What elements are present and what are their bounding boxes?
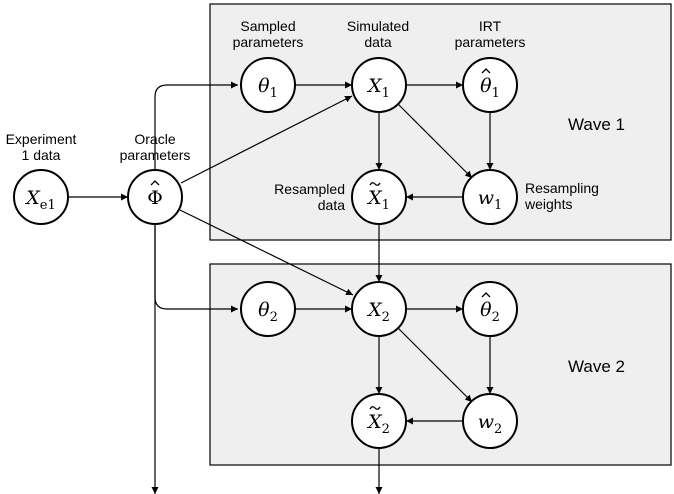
node-symbol: θ1 xyxy=(480,75,500,101)
edges xyxy=(65,81,494,494)
node-symbol-base: X xyxy=(24,187,41,209)
node-symbol-subscript: 2 xyxy=(382,310,390,325)
node-symbol: X1 xyxy=(366,75,390,101)
node-symbol: Xe1 xyxy=(24,187,56,213)
node-symbol-base: X xyxy=(366,75,383,97)
node-theta-1: θ1 xyxy=(240,57,296,113)
label-sampled-line1: Sampled xyxy=(240,18,295,34)
node-symbol: X2 xyxy=(366,299,390,325)
node-symbol-base: X xyxy=(366,411,383,433)
node-symbol-subscript: 1 xyxy=(492,86,500,101)
node-symbol-base: X xyxy=(366,299,383,321)
node-symbol-subscript: e1 xyxy=(40,198,56,213)
node-symbol: X2 xyxy=(366,411,390,437)
hat-accent xyxy=(481,292,491,298)
node-symbol-base: θ xyxy=(480,75,492,97)
label-resampled-line2: data xyxy=(318,197,345,213)
label-oracle-line2: parameters xyxy=(120,147,191,163)
node-w-2: w2 xyxy=(462,393,518,449)
edge-phi-x2 xyxy=(179,209,354,296)
label-sampled-line2: parameters xyxy=(233,34,304,50)
label-resampling-line1: Resampling xyxy=(525,180,599,196)
tilde-accent xyxy=(369,406,381,410)
tilde-accent xyxy=(369,182,381,186)
label-simulated-line2: data xyxy=(364,34,391,50)
node-symbol-subscript: 2 xyxy=(270,310,278,325)
label-experiment-line2: 1 data xyxy=(22,147,61,163)
label-resampled-line1: Resampled xyxy=(274,181,345,197)
node-symbol-subscript: 1 xyxy=(494,198,502,213)
label-irt-line2: parameters xyxy=(455,34,526,50)
hat-accent xyxy=(481,68,491,74)
label-simulated-line1: Simulated xyxy=(347,18,409,34)
node-symbol-base: X xyxy=(366,187,383,209)
node-symbol-base: w xyxy=(478,411,494,433)
node-x-2: X2 xyxy=(351,281,407,337)
node-symbol-base: θ xyxy=(258,299,270,321)
label-experiment-line1: Experiment xyxy=(6,131,77,147)
node-symbol: θ2 xyxy=(258,299,278,325)
node-symbol: θ1 xyxy=(258,75,278,101)
node-symbol: X1 xyxy=(366,187,390,213)
wave-1-label: Wave 1 xyxy=(568,115,625,134)
label-oracle-line1: Oracle xyxy=(134,131,175,147)
wave-1-plate xyxy=(209,3,672,241)
annotations: Experiment 1 data Oracle parameters Samp… xyxy=(6,18,599,213)
node-symbol-base: Φ xyxy=(147,187,163,209)
node-symbol: θ2 xyxy=(480,299,500,325)
hat-accent xyxy=(150,180,160,186)
label-resampling-line2: weights xyxy=(524,196,572,212)
node-symbol-subscript: 1 xyxy=(270,86,278,101)
node-x-tilde-2: X2 xyxy=(351,393,407,449)
node-symbol-base: θ xyxy=(258,75,270,97)
node-phi-hat: Φ xyxy=(127,169,183,225)
node-symbol-subscript: 2 xyxy=(494,422,502,437)
node-x-1: X1 xyxy=(351,57,407,113)
edge-x2-w2 xyxy=(397,327,473,403)
node-symbol-base: w xyxy=(478,187,494,209)
label-irt-line1: IRT xyxy=(479,18,502,34)
node-x-tilde-1: X1 xyxy=(351,169,407,225)
node-symbol: w1 xyxy=(478,187,503,213)
edge-phi-theta1 xyxy=(154,81,238,173)
node-theta-hat-2: θ2 xyxy=(462,281,518,337)
node-theta-2: θ2 xyxy=(240,281,296,337)
node-theta-hat-1: θ1 xyxy=(462,57,518,113)
node-symbol: w2 xyxy=(478,411,503,437)
node-xe1: Xe1 xyxy=(13,169,69,225)
node-symbol-subscript: 2 xyxy=(492,310,500,325)
node-symbol-base: θ xyxy=(480,299,492,321)
node-symbol-subscript: 1 xyxy=(382,86,390,101)
node-symbol: Φ xyxy=(147,187,163,209)
node-w-1: w1 xyxy=(462,169,518,225)
edge-x1-w1 xyxy=(397,103,473,179)
edge-phi-x1 xyxy=(180,95,353,184)
node-symbol-subscript: 2 xyxy=(382,422,390,437)
node-symbol-subscript: 1 xyxy=(382,198,390,213)
wave-2-label: Wave 2 xyxy=(568,357,625,376)
